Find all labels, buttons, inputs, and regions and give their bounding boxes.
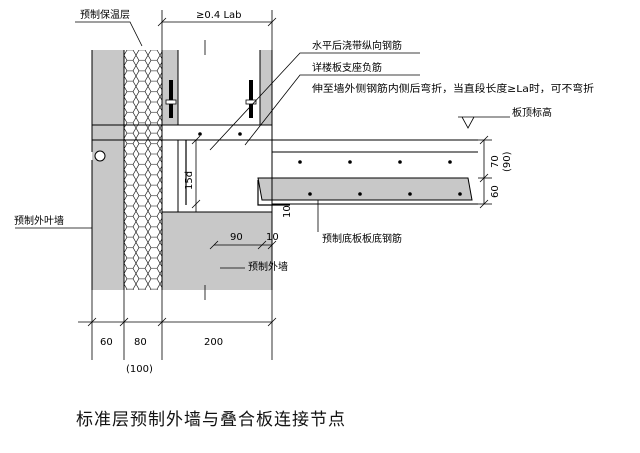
insulation-layer (124, 50, 162, 290)
precast-slab-panel (258, 178, 472, 200)
b60-dimension: 60 (100, 337, 113, 348)
outer-leaf-label: 预制外叶墙 (14, 214, 64, 227)
lower-precast-wall (162, 212, 272, 290)
d10a-dimension: 10 (282, 205, 293, 218)
b200-dimension: 200 (204, 337, 223, 348)
anchor-note-label: 伸至墙外侧钢筋内侧后弯折，当直段长度≥La时，可不弯折 (312, 82, 594, 95)
drip-groove (94, 150, 106, 162)
d10b-dimension: 10 (266, 232, 279, 243)
lab-dimension: ≥0.4 Lab (196, 10, 242, 21)
horizontal-bar-label: 水平后浇带纵向钢筋 (312, 39, 402, 52)
d70-dimension: 70 (490, 155, 501, 168)
outlines (91, 50, 478, 290)
d90-dimension: 90 (230, 232, 243, 243)
slab-top-label: 板顶标高 (512, 106, 552, 119)
d90p-dimension: (90) (502, 151, 513, 172)
b100-dimension: (100) (126, 364, 153, 375)
anchor-bars (165, 80, 257, 118)
support-bar-label: 详楼板支座负筋 (312, 61, 382, 74)
outer-wall-label: 预制外墙 (248, 260, 288, 273)
dimension-lines (78, 10, 492, 360)
b80-dimension: 80 (134, 337, 147, 348)
drawing-title: 标准层预制外墙与叠合板连接节点 (76, 410, 346, 430)
slab-rebar-dots (198, 132, 462, 196)
outer-leaf-wall (92, 50, 124, 290)
support-rebar (185, 140, 290, 206)
slab-bottom-bar-label: 预制底板板底钢筋 (322, 232, 402, 245)
leader-lines (15, 21, 510, 269)
d60r-dimension: 60 (490, 185, 501, 198)
insulation-label: 预制保温层 (80, 8, 130, 21)
d15-dimension: 15d (184, 171, 195, 190)
